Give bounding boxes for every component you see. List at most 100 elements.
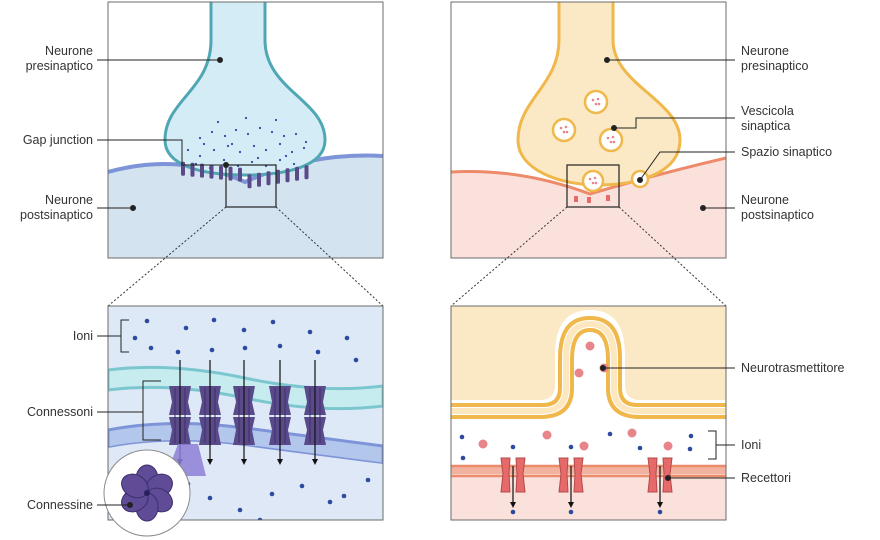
presynaptic-neuron-label-left: Neurone presinaptico <box>25 44 93 73</box>
ion-dot <box>183 325 189 331</box>
ion-dot <box>278 142 282 146</box>
ion-dot <box>246 132 250 136</box>
ion-dot <box>223 134 227 138</box>
ion-dot <box>327 499 333 505</box>
neurotransmitter-molecule <box>478 439 488 449</box>
panel-border <box>107 1 384 259</box>
ion-dot <box>688 433 694 439</box>
synaptic-vesicle <box>598 127 624 153</box>
neurotransmitter-molecule <box>574 368 584 378</box>
neurotransmitter-molecule <box>585 341 595 351</box>
connexon <box>269 360 291 465</box>
ion-dot <box>637 445 643 451</box>
ion-dot <box>292 162 296 166</box>
neurotransmitter-molecule <box>627 428 637 438</box>
connexon-small <box>190 162 195 177</box>
ion-dot <box>607 431 613 437</box>
receptors-label: Recettori <box>741 471 792 485</box>
ion-dot <box>210 130 214 134</box>
zoom-line <box>107 206 227 307</box>
connexon-small <box>209 164 214 179</box>
connexons-label: Connessoni <box>26 405 93 419</box>
ion-dot <box>256 156 260 160</box>
connexon-small <box>295 166 299 181</box>
ion-dot <box>353 357 359 363</box>
ion-dot <box>278 158 282 162</box>
connexon <box>169 360 191 465</box>
ion-dot <box>238 150 242 154</box>
ion-dot <box>148 345 154 351</box>
postsynaptic-neuron-shape <box>451 158 726 258</box>
receptor <box>558 457 584 508</box>
panel-border <box>107 305 384 521</box>
ion-dot <box>237 507 243 513</box>
ion-dot <box>459 434 465 440</box>
connexins-label: Connessine <box>26 498 93 512</box>
ion-dot <box>186 148 190 152</box>
ion-dot <box>257 517 263 520</box>
ion-dot <box>258 126 262 130</box>
ion-dot <box>510 509 516 515</box>
ion-dot <box>242 345 248 351</box>
postsynaptic-membrane <box>108 153 383 185</box>
synaptic-vesicle <box>581 169 605 193</box>
connexon-small <box>247 174 252 189</box>
ion-dot <box>460 455 466 461</box>
ion-dot <box>250 160 254 164</box>
ion-dot <box>269 491 275 497</box>
ion-dot <box>307 329 313 335</box>
ion-dot <box>294 132 298 136</box>
leader-lines <box>97 57 735 508</box>
ions-label-left: Ioni <box>72 329 93 343</box>
ion-dot <box>282 134 286 138</box>
ion-dot <box>277 343 283 349</box>
ion-dot <box>657 509 663 515</box>
receptor <box>500 457 526 508</box>
gap-junction-label: Gap junction <box>22 133 93 147</box>
ion-dot <box>226 144 230 148</box>
ion-dot <box>304 140 308 144</box>
zoom-line <box>618 206 727 307</box>
ion-dot <box>687 446 693 452</box>
ion-dot <box>302 146 306 150</box>
receptor <box>647 457 673 508</box>
ion-dot <box>207 495 213 501</box>
ion-dot <box>175 349 181 355</box>
connexon <box>199 360 221 465</box>
neurotransmitter-molecule <box>663 441 673 451</box>
ion-dot <box>212 148 216 152</box>
ion-dot <box>198 154 202 158</box>
ions-label-right: Ioni <box>741 438 762 452</box>
ion-dot <box>270 130 274 134</box>
zoom-box <box>225 164 277 208</box>
ion-dot <box>252 144 256 148</box>
connexon-small <box>219 165 223 180</box>
ion-dot <box>344 335 350 341</box>
connexon-small <box>266 171 271 186</box>
connexon <box>304 360 326 465</box>
connexon-small <box>257 172 261 187</box>
ion-dot <box>299 483 305 489</box>
panel-border <box>450 1 727 259</box>
ion-dot <box>144 318 150 324</box>
ion-dot <box>568 444 574 450</box>
connexon-small <box>304 165 309 180</box>
chemical-synapse-panel <box>450 1 727 259</box>
ion-dot <box>211 317 217 323</box>
ion-dot <box>315 349 321 355</box>
synaptic-cleft-label: Spazio sinaptico <box>741 145 833 159</box>
connexon-small <box>238 167 242 182</box>
neurotransmitter-molecule <box>579 441 589 451</box>
synaptic-vesicle <box>583 89 609 115</box>
postsynaptic-neuron-label-left: Neurone postsinaptico <box>20 193 93 222</box>
connexon-small <box>285 168 290 183</box>
synaptic-vesicle <box>551 117 577 143</box>
connexon <box>233 360 255 465</box>
neurotransmitter-molecule <box>542 430 552 440</box>
ion-dot <box>234 128 238 132</box>
ion-dot <box>202 142 206 146</box>
ion-dot <box>274 118 278 122</box>
synaptic-vesicle-label: Vescicola sinaptica <box>741 104 794 133</box>
